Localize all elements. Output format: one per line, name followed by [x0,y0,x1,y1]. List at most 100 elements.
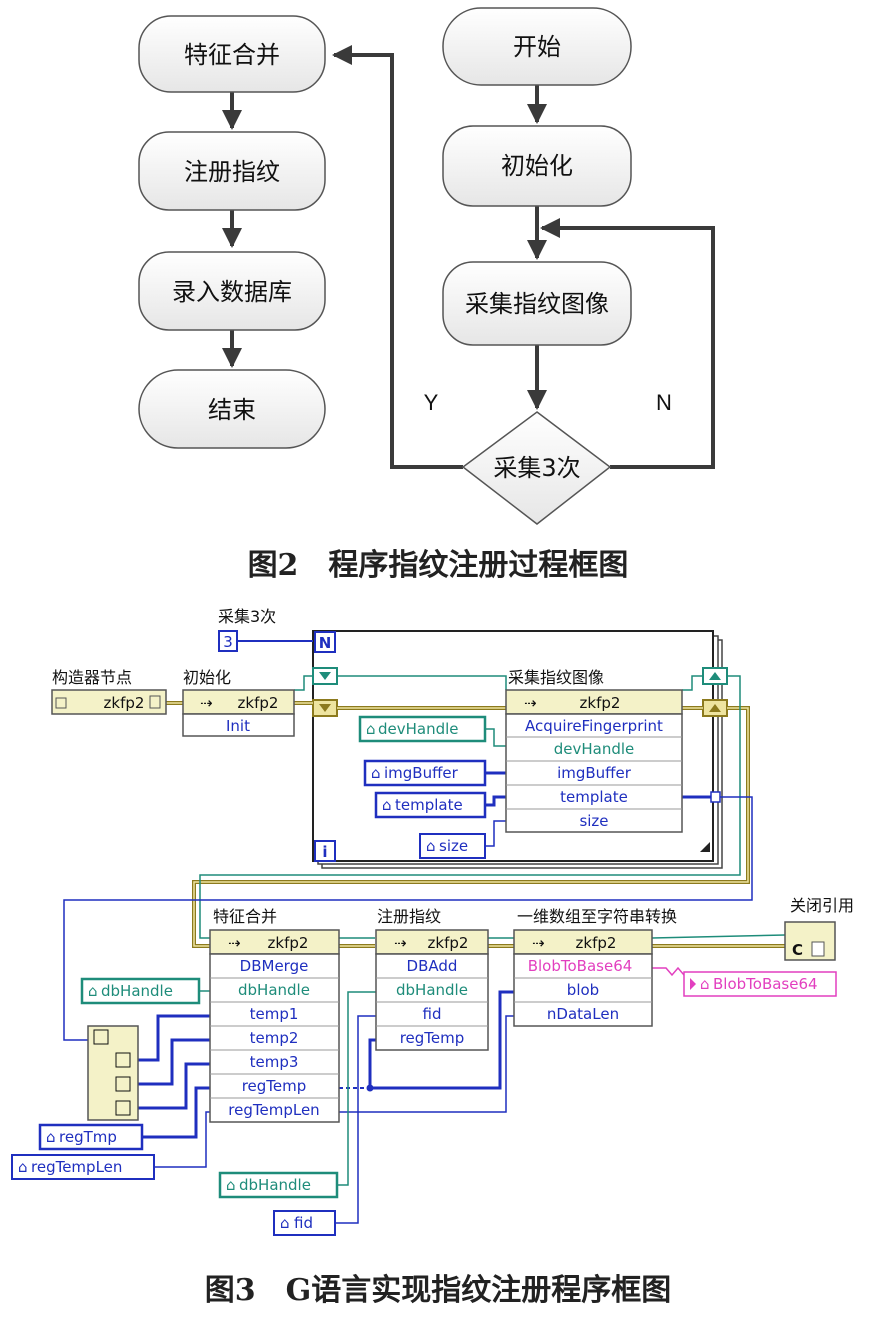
loop-n: N [319,634,332,652]
svg-text:regTemp: regTemp [400,1029,465,1047]
svg-text:dbHandle: dbHandle [101,982,173,1000]
svg-text:⇢: ⇢ [524,694,537,712]
wires [63,675,786,1224]
svg-text:⌂: ⌂ [426,837,436,855]
node-register-box [138,131,326,211]
label-capture: 采集指纹图像 [508,668,604,687]
loop-i-terminal [314,840,336,862]
control-size: ⌂ size [419,833,486,859]
svg-text:imgBuffer: imgBuffer [384,764,459,782]
node-merge: 特征合并 [184,41,280,69]
svg-text:blob: blob [567,981,599,999]
loop-n-terminal [314,631,336,653]
control-dbhandle-2: ⌂ dbHandle [218,1171,339,1199]
svg-text:⌂: ⌂ [700,975,710,993]
loop-i: i [322,843,327,861]
svg-text:temp1: temp1 [250,1005,299,1023]
label-yes: Y [424,390,439,415]
svg-text:C: C [792,941,803,959]
svg-text:fid: fid [423,1005,442,1023]
svg-text:BlobToBase64: BlobToBase64 [713,975,818,993]
node-decision-diamond [461,411,612,525]
build-array-node [87,1025,139,1121]
node-start: 开始 [513,33,561,61]
svg-text:dbHandle: dbHandle [396,981,468,999]
dbmerge-method: DBMerge [240,957,309,975]
dbmerge-node: ⇢ zkfp2 DBMerge dbHandle temp1 temp2 tem… [209,929,340,1123]
label-register: 注册指纹 [377,907,441,926]
acquire-param-devhandle: devHandle [554,740,635,758]
dbadd-method: DBAdd [407,957,458,975]
svg-text:temp3: temp3 [250,1053,299,1071]
svg-text:zkfp2: zkfp2 [576,934,617,952]
svg-text:⇢: ⇢ [200,694,213,712]
control-template: ⌂ template [374,791,487,819]
constructor-text: zkfp2 [104,694,145,712]
count-constant: 3 [223,633,233,651]
svg-text:regTempLen: regTempLen [31,1158,122,1176]
label-convert: 一维数组至字符串转换 [517,907,677,926]
svg-text:⌂: ⌂ [226,1176,236,1194]
dbadd-node: ⇢ zkfp2 DBAdd dbHandle fid regTemp [375,929,489,1051]
svg-text:size: size [439,837,468,855]
label-close: 关闭引用 [790,896,854,915]
init-node: zkfp2 ⇢ Init [182,689,295,737]
svg-text:dbHandle: dbHandle [238,981,310,999]
figure3-caption: 图3 G语言实现指纹注册程序框图 [205,1273,672,1308]
svg-text:⌂: ⌂ [88,982,98,1000]
svg-text:regTempLen: regTempLen [228,1101,319,1119]
control-devhandle: ⌂ devHandle [358,715,487,743]
acquire-param-template: template [560,788,628,806]
node-capture-box [442,261,632,346]
svg-text:template: template [395,796,463,814]
svg-text:⇢: ⇢ [532,934,545,952]
svg-text:devHandle: devHandle [378,720,459,738]
close-reference-node: C [784,921,836,961]
node-enroll-db: 录入数据库 [172,278,292,306]
node-end-box [138,369,326,449]
indicator-b64: ⌂ BlobToBase64 [683,971,837,997]
node-register: 注册指纹 [184,158,280,186]
label-count: 采集3次 [218,607,276,626]
figure3-block-diagram: 采集3次 3 N i [11,607,854,1236]
node-capture: 采集指纹图像 [465,290,609,318]
node-start-box [442,7,632,86]
node-init-box [442,125,632,207]
node-merge-box [138,15,326,93]
acquire-param-size: size [579,812,608,830]
control-regtmp: ⌂ regTmp [38,1123,144,1151]
svg-text:regTemp: regTemp [242,1077,307,1095]
init-method: Init [226,717,250,735]
svg-text:⌂: ⌂ [280,1214,290,1232]
b64-method: BlobToBase64 [528,957,633,975]
svg-text:nDataLen: nDataLen [547,1005,619,1023]
flowchart-connectors [222,45,715,469]
svg-text:temp2: temp2 [250,1029,299,1047]
svg-text:⇢: ⇢ [228,934,241,952]
acquire-param-imgbuffer: imgBuffer [557,764,632,782]
b64-node: ⇢ zkfp2 BlobToBase64 blob nDataLen [513,929,653,1027]
node-decision: 采集3次 [493,454,580,482]
control-imgbuffer: ⌂ imgBuffer [363,759,487,787]
label-no: N [656,390,672,415]
acquire-method: AcquireFingerprint [525,717,663,735]
label-constructor: 构造器节点 [52,668,132,687]
svg-text:zkfp2: zkfp2 [428,934,469,952]
control-fid: ⌂ fid [273,1210,336,1236]
svg-text:⌂: ⌂ [366,720,376,738]
svg-text:zkfp2: zkfp2 [268,934,309,952]
svg-text:⌂: ⌂ [46,1128,56,1146]
figure2-caption: 图2 程序指纹注册过程框图 [248,548,629,583]
constructor-node [51,689,167,715]
node-enroll-db-box [138,251,326,331]
svg-text:dbHandle: dbHandle [239,1176,311,1194]
svg-text:⇢: ⇢ [394,934,407,952]
figure2-flowchart: 特征合并 注册指纹 录入数据库 结束 开始 初始化 采集指纹图像 采集3次 Y … [138,7,715,525]
label-init: 初始化 [183,668,231,687]
control-dbhandle-1: ⌂ dbHandle [80,977,201,1005]
svg-text:regTmp: regTmp [59,1128,117,1146]
node-init: 初始化 [501,152,573,180]
svg-text:⌂: ⌂ [18,1158,28,1176]
svg-text:⌂: ⌂ [382,796,392,814]
